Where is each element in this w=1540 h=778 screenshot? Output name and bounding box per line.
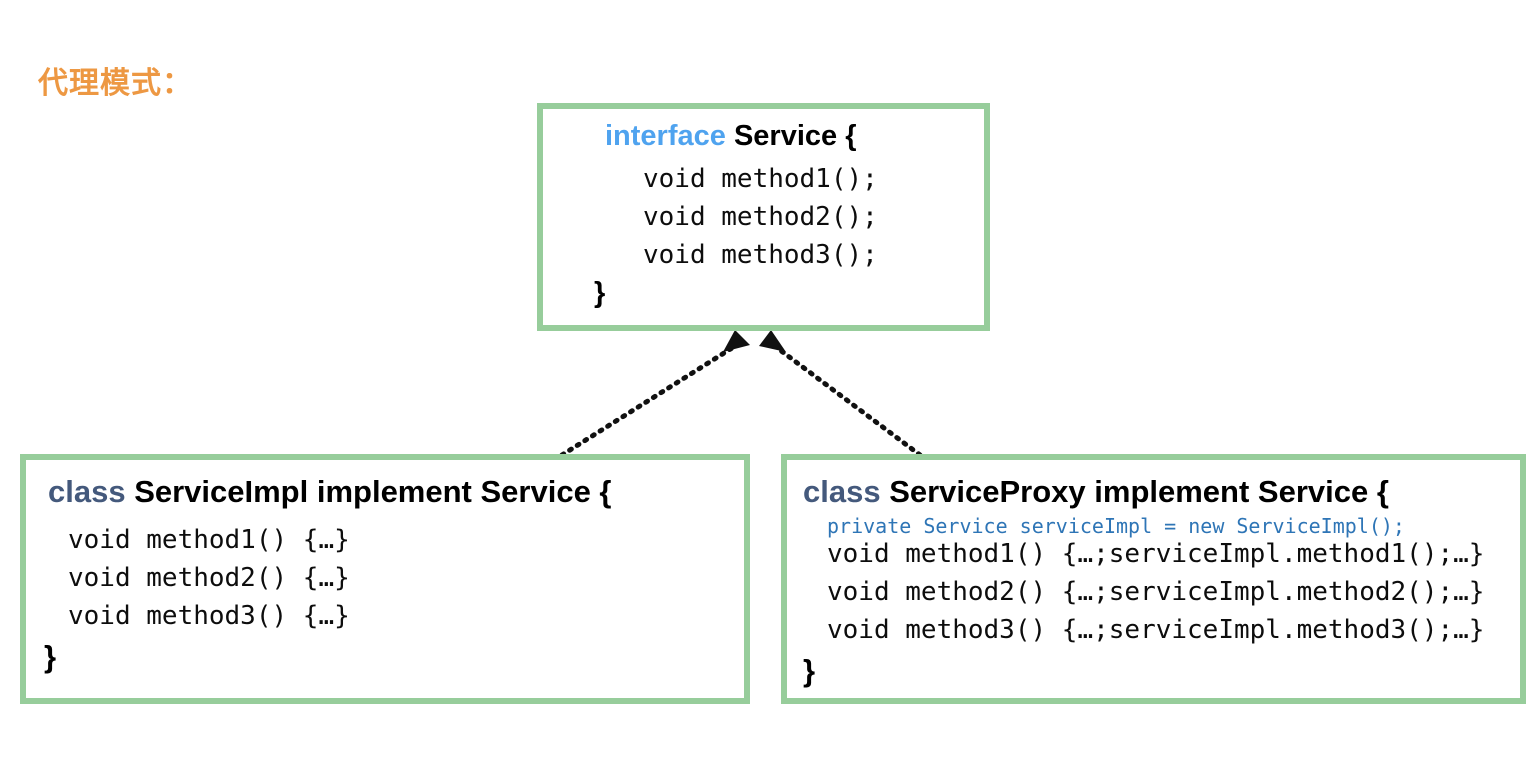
connector-proxy-to-interface xyxy=(759,330,923,458)
keyword-class: class xyxy=(803,474,881,509)
proxy-header-rest: ServiceProxy implement Service { xyxy=(880,474,1389,509)
interface-header: interface Service { xyxy=(605,120,857,153)
connector-impl-to-interface xyxy=(559,330,750,458)
arrowhead-triangle-icon xyxy=(759,330,786,352)
impl-closing-brace: } xyxy=(44,639,57,674)
impl-method-1: void method1() {…} xyxy=(68,525,350,555)
interface-closing-brace: } xyxy=(594,277,606,309)
uml-box-interface-service: interface Service { void method1(); void… xyxy=(537,103,990,331)
uml-box-class-serviceimpl: class ServiceImpl implement Service { vo… xyxy=(20,454,750,704)
keyword-interface: interface xyxy=(605,120,726,152)
uml-box-class-serviceproxy: class ServiceProxy implement Service { p… xyxy=(781,454,1526,704)
proxy-method-2: void method2() {…;serviceImpl.method2();… xyxy=(827,577,1485,607)
proxy-closing-brace: } xyxy=(803,653,816,688)
arrowhead-triangle-icon xyxy=(723,330,750,352)
interface-method-1: void method1(); xyxy=(643,164,878,194)
dotted-line xyxy=(777,347,923,458)
impl-header-rest: ServiceImpl implement Service { xyxy=(125,474,612,509)
page-title: 代理模式： xyxy=(38,67,193,100)
interface-header-rest: Service { xyxy=(725,120,857,152)
keyword-class: class xyxy=(48,474,126,509)
interface-method-2: void method2(); xyxy=(643,202,878,232)
impl-method-3: void method3() {…} xyxy=(68,601,350,631)
dotted-line xyxy=(559,345,735,458)
interface-method-3: void method3(); xyxy=(643,240,878,270)
impl-header: class ServiceImpl implement Service { xyxy=(48,474,611,510)
proxy-field-declaration: private Service serviceImpl = new Servic… xyxy=(827,514,1405,538)
proxy-header: class ServiceProxy implement Service { xyxy=(803,474,1389,510)
proxy-method-3: void method3() {…;serviceImpl.method3();… xyxy=(827,615,1485,645)
impl-method-2: void method2() {…} xyxy=(68,563,350,593)
proxy-method-1: void method1() {…;serviceImpl.method1();… xyxy=(827,539,1485,569)
